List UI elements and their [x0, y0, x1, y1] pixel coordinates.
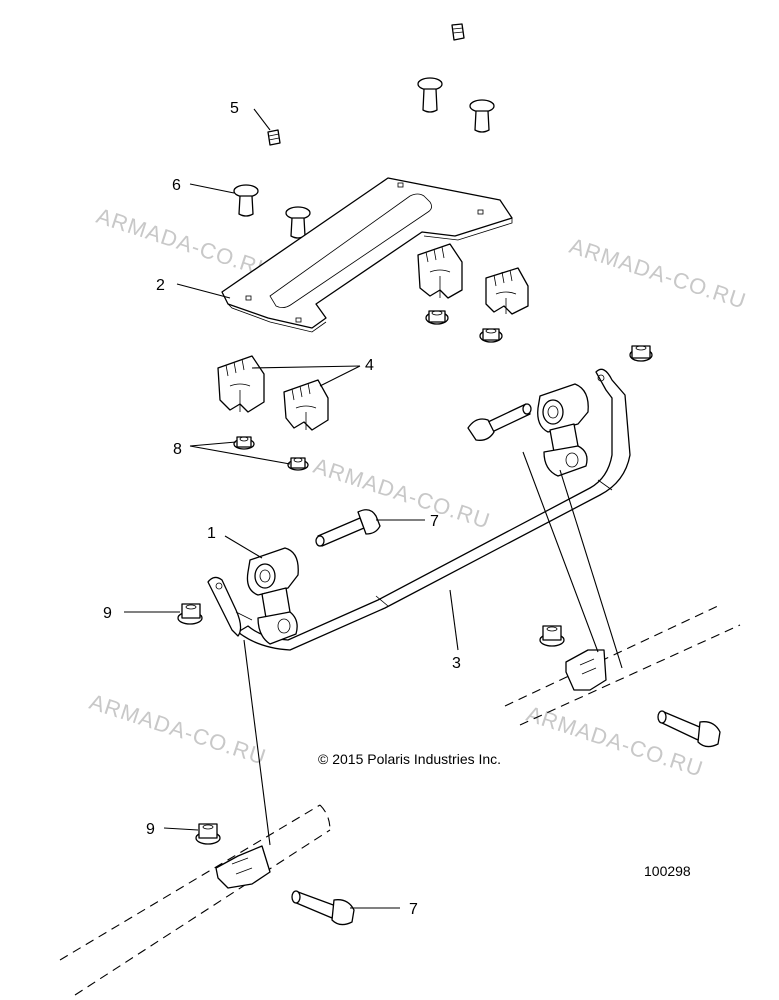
callout-1: 1	[207, 525, 216, 542]
bolt-item-7-lower	[291, 890, 355, 926]
frame-tube-right-upper	[504, 604, 721, 707]
leader-lines	[124, 108, 459, 909]
frame-tube-left-lower	[74, 829, 331, 996]
carriage-bolt	[285, 206, 311, 239]
frame-tubes	[59, 604, 741, 996]
bushing-clamp	[485, 267, 529, 315]
callout-7: 7	[430, 513, 439, 530]
flange-nut	[287, 457, 309, 471]
carriage-bolt-item-6	[233, 184, 259, 217]
callout-9: 9	[103, 605, 112, 622]
flange-nut	[539, 625, 565, 647]
frame-bracket-left	[215, 845, 271, 889]
flange-nut-item-9-upper	[177, 603, 203, 625]
end-link-right	[537, 383, 589, 477]
figure-number: 100298	[644, 863, 691, 879]
callout-9: 9	[146, 821, 155, 838]
frame-tube-left-end	[319, 804, 331, 831]
flange-nut	[629, 345, 653, 362]
frame-bracket-right	[565, 649, 607, 691]
bolt-lower-right	[657, 710, 721, 748]
flange-nuts-item-8	[233, 436, 309, 471]
bushing-clamp	[283, 379, 329, 431]
mounting-plate-item-2	[221, 177, 513, 333]
callout-2: 2	[156, 277, 165, 294]
callout-3: 3	[452, 655, 461, 672]
nut-top	[451, 23, 465, 41]
callouts: 1 2 3 4 5 6 7 7 8 9 9	[103, 100, 461, 918]
bolt-item-7-upper	[315, 509, 381, 547]
frame-tube-right-lower	[519, 624, 741, 726]
callout-7: 7	[409, 901, 418, 918]
end-link-left	[246, 547, 299, 645]
watermarks: ARMADA-CO.RU ARMADA-CO.RU ARMADA-CO.RU A…	[86, 203, 749, 782]
callout-4: 4	[365, 357, 374, 374]
watermark: ARMADA-CO.RU	[523, 701, 706, 782]
carriage-bolts	[233, 77, 495, 239]
flange-nut-item-9-lower	[195, 823, 221, 845]
watermark: ARMADA-CO.RU	[566, 233, 749, 314]
bushing-clamps-item-4	[217, 355, 329, 431]
carriage-bolt	[417, 77, 443, 113]
nut-item-5	[267, 129, 281, 146]
carriage-bolt	[469, 99, 495, 133]
stabilizer-bar-item-3	[207, 368, 631, 651]
callout-8: 8	[173, 441, 182, 458]
frame-tube-left-upper	[59, 804, 321, 961]
callout-5: 5	[230, 100, 239, 117]
guide-lines	[243, 451, 623, 846]
flange-nut	[425, 310, 449, 325]
watermark: ARMADA-CO.RU	[86, 689, 269, 770]
flange-nut	[479, 328, 503, 343]
flange-nuts-upper	[425, 310, 503, 343]
bushing-clamps-upper	[417, 243, 529, 315]
bushing-clamp	[217, 355, 265, 413]
copyright-notice: © 2015 Polaris Industries Inc.	[318, 751, 501, 767]
watermark: ARMADA-CO.RU	[310, 453, 493, 534]
flange-nut	[233, 436, 255, 450]
bolt-right	[467, 403, 532, 441]
bushing-clamp	[417, 243, 463, 299]
callout-6: 6	[172, 177, 181, 194]
